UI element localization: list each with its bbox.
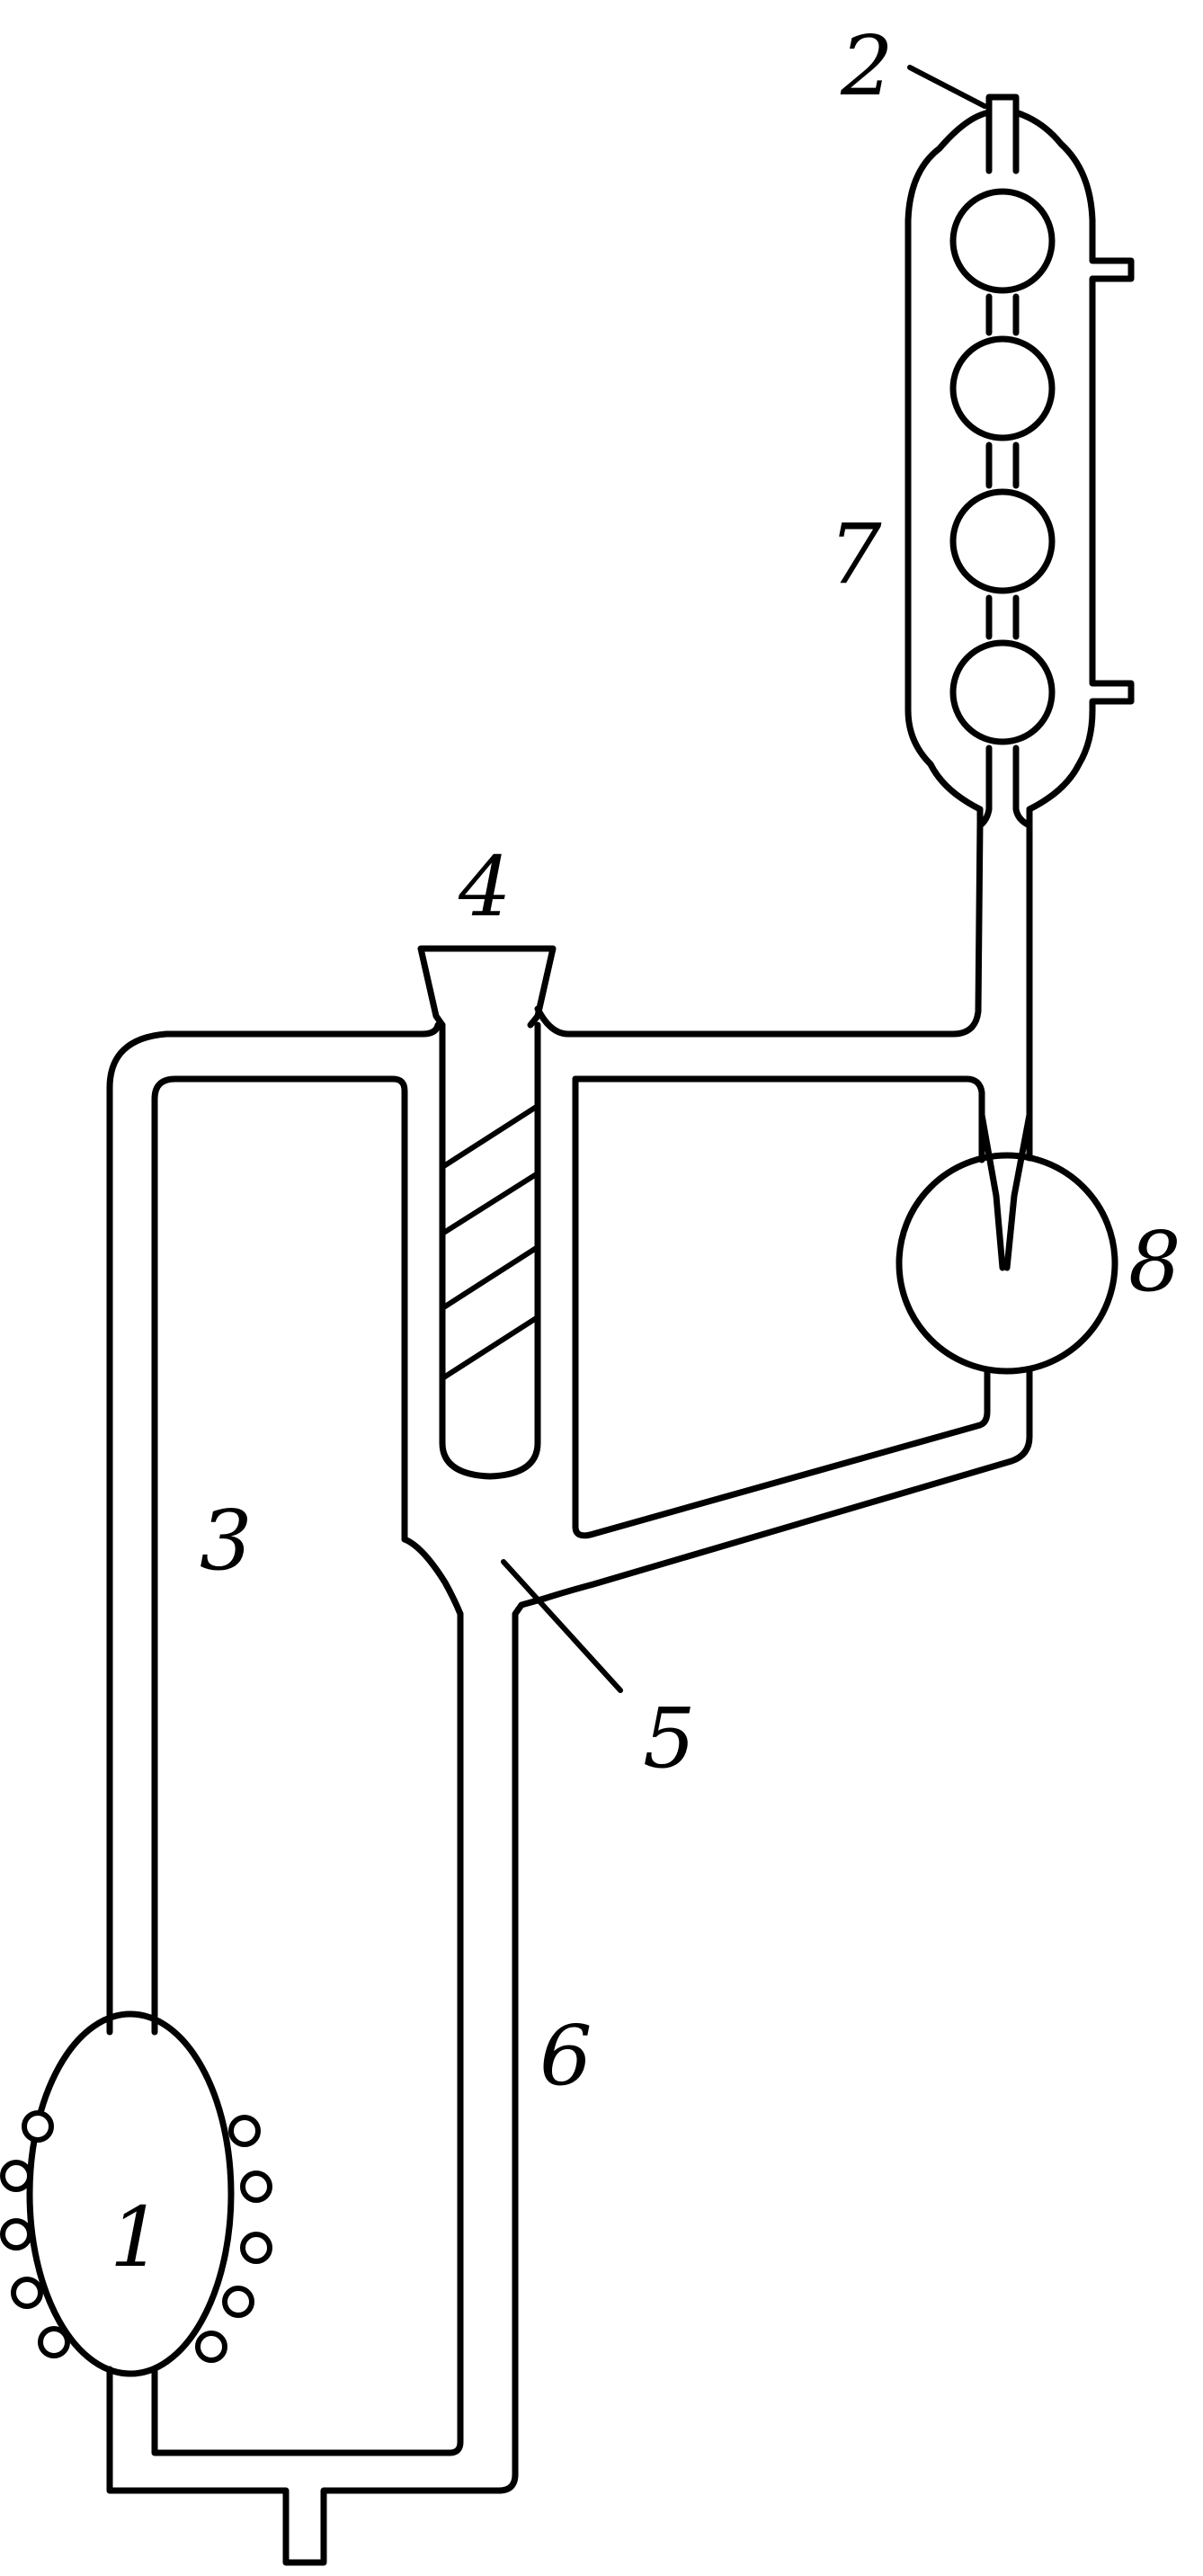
label-heater-flask: 1 [110, 2189, 163, 2286]
label-vapor-tube: 3 [200, 1493, 253, 1589]
return-line [540, 1363, 1033, 1602]
bottom-loop [106, 1595, 548, 2566]
receiver-flask [896, 824, 1118, 1375]
leader-line-5 [501, 1559, 623, 1693]
label-junction: 5 [643, 1690, 696, 1787]
heater-flask [26, 2010, 235, 2377]
vapor-line [534, 819, 984, 1038]
vapor-tube [106, 1021, 441, 2022]
label-top-outlet: 2 [840, 18, 894, 114]
label-receiver: 8 [1128, 1214, 1181, 1310]
heating-coil [0, 2110, 272, 2363]
label-return-tube: 6 [539, 2008, 593, 2104]
leader-line-2 [907, 65, 987, 109]
sample-tube [417, 945, 557, 1480]
condenser [904, 94, 1135, 829]
label-condenser: 7 [829, 506, 882, 602]
junction [401, 1536, 464, 1618]
label-sample-tube: 4 [458, 839, 512, 935]
return-frame [572, 1075, 991, 1539]
